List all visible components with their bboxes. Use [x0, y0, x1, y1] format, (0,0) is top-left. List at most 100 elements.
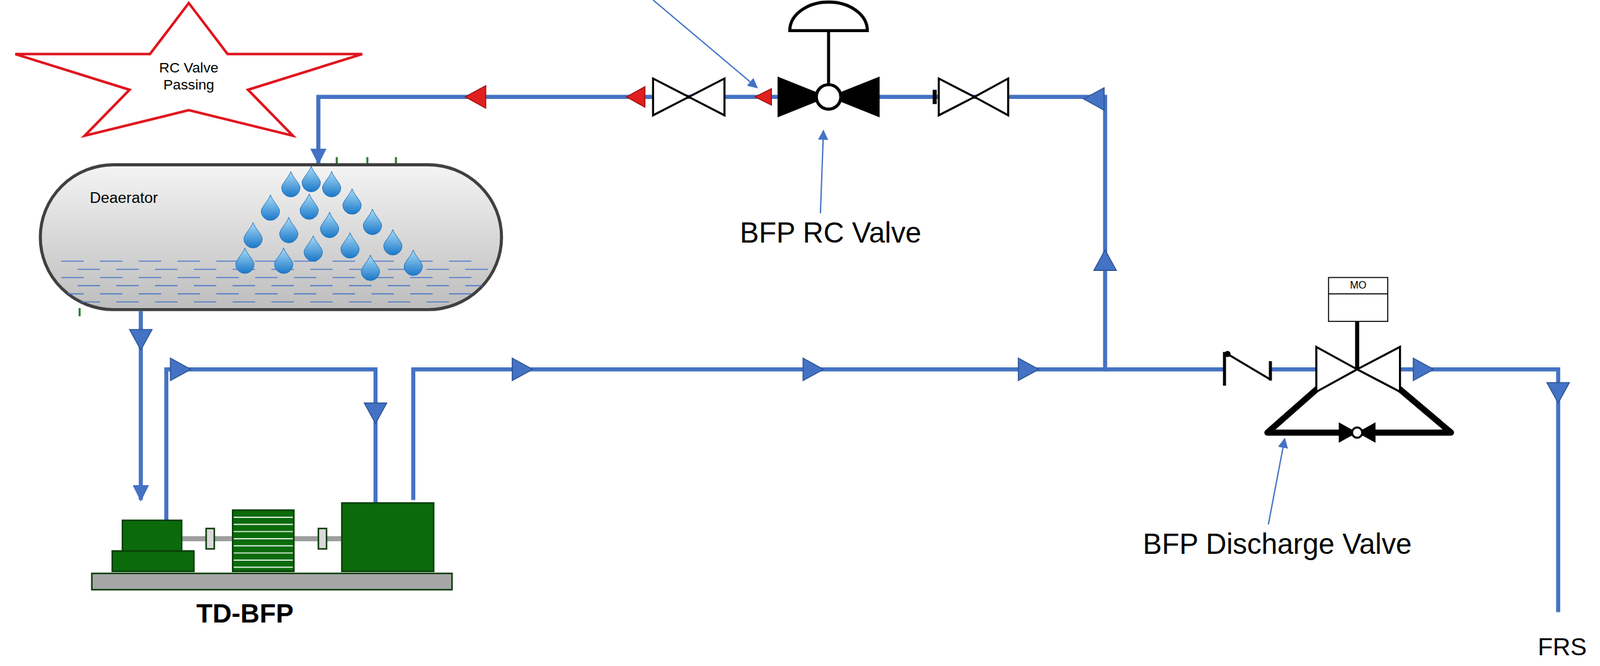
- water-line: [194, 301, 217, 303]
- water-line: [410, 277, 433, 279]
- water-line: [387, 285, 411, 287]
- isolation-valve: [974, 78, 1008, 116]
- water-line: [255, 260, 278, 263]
- water-line: [426, 269, 450, 271]
- water-line: [448, 277, 472, 279]
- flow-arrow: [465, 85, 486, 109]
- valve-stem: [826, 30, 830, 84]
- isolation-valve: [938, 78, 975, 116]
- water-line: [194, 269, 217, 271]
- turbine-rib: [233, 516, 294, 518]
- water-line: [293, 293, 317, 295]
- water-line: [100, 293, 123, 295]
- water-line: [293, 277, 317, 279]
- water-line: [332, 260, 356, 263]
- water-line: [77, 285, 101, 287]
- water-drop: [274, 247, 294, 273]
- flow-arrow: [626, 86, 645, 108]
- water-line: [216, 293, 239, 295]
- booster-base: [112, 550, 195, 571]
- coupling: [318, 528, 327, 549]
- water-drop: [383, 229, 403, 255]
- flow-arrow: [1547, 382, 1570, 403]
- water-line: [310, 269, 333, 271]
- water-line: [332, 277, 356, 279]
- isolation-valve: [688, 78, 725, 116]
- diaphragm-actuator: [789, 1, 868, 31]
- water-line: [100, 260, 123, 263]
- turbine-rib: [233, 531, 294, 533]
- flow-arrow: [1083, 87, 1105, 111]
- td-bfp-pump: TD-BFP: [92, 499, 453, 638]
- flow-arrow: [802, 357, 824, 381]
- check-valve: [1223, 352, 1227, 386]
- water-line: [177, 277, 201, 279]
- water-line: [426, 301, 450, 303]
- water-line: [194, 285, 217, 287]
- valve-end: [932, 89, 937, 104]
- water-drop: [235, 247, 254, 273]
- water-line: [116, 269, 140, 271]
- water-drop: [362, 209, 382, 235]
- water-line: [349, 285, 372, 287]
- main-pump: [341, 502, 434, 571]
- water-line: [387, 301, 411, 303]
- nozzle-tick: [395, 156, 398, 164]
- coupling: [206, 528, 215, 549]
- valve-stem: [1354, 321, 1359, 370]
- check-valve: [1269, 361, 1273, 381]
- water-line: [310, 285, 333, 287]
- water-drop: [320, 212, 339, 238]
- water-line: [61, 260, 84, 263]
- water-line: [100, 277, 123, 279]
- deaerator-vessel: Deaerator: [39, 163, 504, 312]
- gate-valve: [1316, 347, 1358, 392]
- water-line: [271, 285, 295, 287]
- gate-valve: [1357, 347, 1401, 392]
- flow-arrow: [1413, 357, 1434, 381]
- water-line: [155, 269, 178, 271]
- vessel-name: Deaerator: [89, 189, 503, 208]
- water-line: [465, 301, 488, 303]
- alert-star: RC Valve Passing: [15, 3, 363, 137]
- water-line: [349, 301, 372, 303]
- nozzle-tick: [335, 156, 338, 164]
- flow-arrow: [1093, 250, 1117, 271]
- water-drop: [361, 255, 380, 281]
- water-line: [138, 293, 162, 295]
- alert-text: RC Valve Passing: [148, 59, 231, 94]
- flow-arrow: [364, 403, 387, 424]
- water-line: [448, 293, 472, 295]
- water-line: [116, 301, 140, 303]
- water-drop: [299, 194, 319, 220]
- water-line: [255, 293, 278, 295]
- water-line: [61, 293, 84, 295]
- water-line: [138, 277, 162, 279]
- water-line: [177, 260, 201, 263]
- discharge-pipe: [1270, 367, 1317, 372]
- water-line: [216, 260, 239, 263]
- water-line: [232, 285, 256, 287]
- nozzle-tick: [78, 308, 81, 317]
- bypass-valve: [1352, 427, 1363, 438]
- water-drop: [301, 166, 321, 192]
- booster-pump: [122, 520, 182, 552]
- turbine-rib: [233, 566, 294, 568]
- deaerator-shell: [39, 163, 504, 312]
- motor-actuator: [1328, 277, 1388, 322]
- motor-actuator: [1328, 293, 1388, 295]
- water-line: [77, 301, 101, 303]
- water-line: [465, 269, 488, 271]
- water-drop: [403, 250, 423, 276]
- turbine-rib: [233, 538, 294, 540]
- water-drop: [322, 171, 341, 197]
- water-line: [448, 260, 472, 263]
- water-line: [332, 293, 356, 295]
- water-line: [177, 293, 201, 295]
- water-line: [255, 277, 278, 279]
- water-line: [465, 285, 488, 287]
- nozzle-tick: [366, 156, 369, 164]
- turbine-rib: [233, 552, 294, 554]
- water-surface: [61, 261, 488, 303]
- valve-label: BFP Discharge Valve: [1143, 528, 1413, 562]
